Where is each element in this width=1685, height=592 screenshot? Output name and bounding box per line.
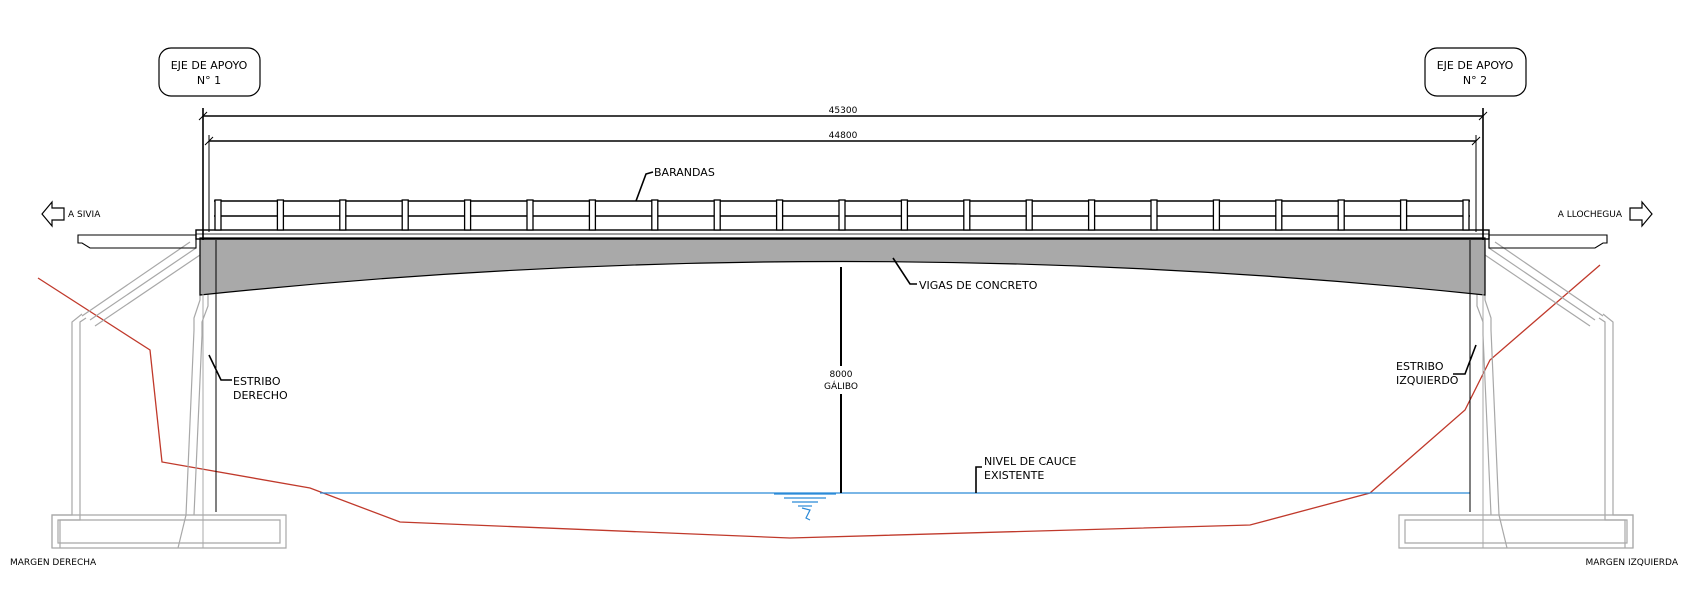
- axis-2-tag: EJE DE APOYO N° 2: [1424, 47, 1527, 97]
- railing-post: [1087, 199, 1096, 231]
- railing-post: [276, 199, 285, 231]
- railing-post: [900, 199, 909, 231]
- terrain-profile: [37, 264, 1601, 539]
- railing-post: [651, 199, 659, 231]
- railing-post: [463, 199, 472, 231]
- label-abutment-left-1: ESTRIBO: [1396, 360, 1444, 373]
- label-abutment-left-2: IZQUIERDO: [1396, 374, 1459, 387]
- dimension-overall: [198, 111, 1488, 121]
- dimension-inner-value: 44800: [829, 131, 858, 141]
- abutment-centerlines: [202, 240, 1484, 548]
- label-railings: BARANDAS: [654, 166, 715, 179]
- railing-post: [1212, 199, 1221, 231]
- arrow-right-icon: [1629, 200, 1653, 228]
- label-beams: VIGAS DE CONCRETO: [919, 279, 1038, 292]
- railing-posts: [214, 199, 1470, 231]
- concrete-beams: [199, 237, 1486, 296]
- clearance-label-bg: [818, 366, 864, 394]
- clearance-value: 8000: [830, 370, 853, 380]
- axis-1-line2: N° 1: [197, 74, 221, 87]
- label-bank-left: MARGEN IZQUIERDA: [1586, 558, 1679, 568]
- right-approach-slab: [1488, 234, 1608, 249]
- axis-1-tag: EJE DE APOYO N° 1: [158, 47, 261, 97]
- leaders: [208, 171, 1477, 493]
- railing-post: [401, 199, 409, 231]
- railing-post: [963, 199, 971, 231]
- railing-post: [1399, 199, 1408, 231]
- railing-post: [1150, 199, 1158, 231]
- dimension-overall-value: 45300: [829, 106, 858, 116]
- axis-1-line1: EJE DE APOYO: [171, 59, 248, 72]
- railing-post: [1337, 199, 1345, 231]
- water-level-symbol: [774, 493, 836, 521]
- arrow-left-icon: [41, 200, 65, 228]
- railing-post: [339, 199, 347, 231]
- dimension-inner: [204, 135, 1481, 232]
- railing-post: [1025, 199, 1033, 231]
- label-to-right: A LLOCHEGUA: [1558, 210, 1623, 220]
- label-to-left: A SIVIA: [68, 210, 101, 220]
- label-riverbed-2: EXISTENTE: [984, 469, 1044, 482]
- left-abutment: [51, 241, 287, 549]
- railing-post: [775, 199, 784, 231]
- railing-post: [214, 199, 222, 231]
- label-riverbed-1: NIVEL DE CAUCE: [984, 455, 1076, 468]
- left-approach-slab: [77, 234, 197, 249]
- railing-post: [1462, 199, 1470, 231]
- bearing-axes: [202, 108, 1484, 240]
- railing-post: [713, 199, 721, 231]
- railing-post: [526, 199, 534, 231]
- clearance-label: GÁLIBO: [824, 380, 858, 392]
- label-abutment-right-1: ESTRIBO: [233, 375, 281, 388]
- label-bank-right: MARGEN DERECHA: [10, 558, 97, 568]
- label-abutment-right-2: DERECHO: [233, 389, 288, 402]
- axis-2-line2: N° 2: [1463, 74, 1487, 87]
- railing-post: [588, 199, 597, 231]
- axis-2-line1: EJE DE APOYO: [1437, 59, 1514, 72]
- railing-post: [1275, 199, 1283, 231]
- railing-post: [838, 199, 846, 231]
